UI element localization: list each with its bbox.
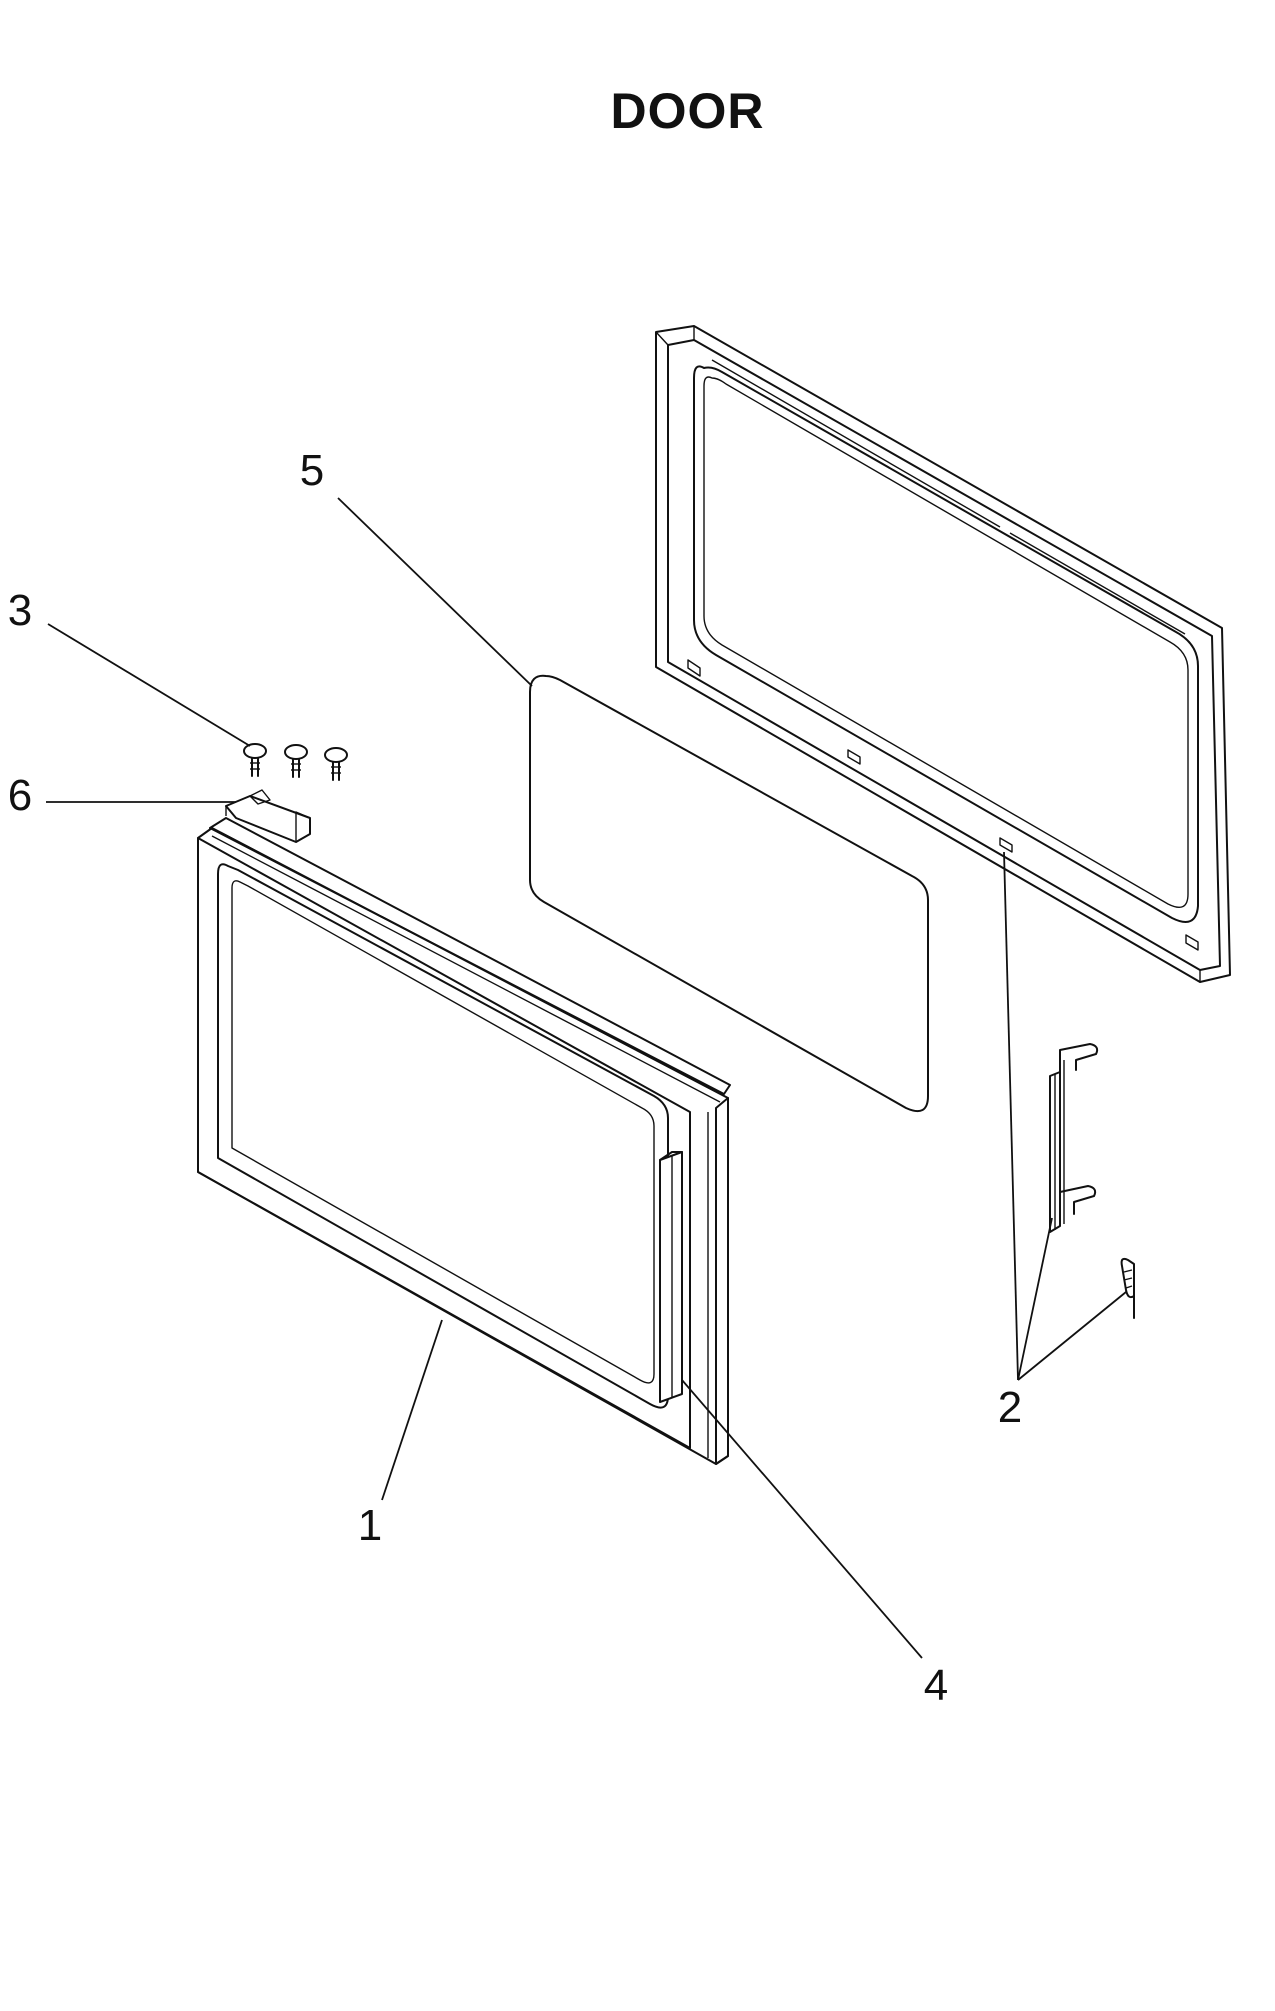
leader-1 bbox=[381, 1319, 443, 1501]
callout-6: 6 bbox=[8, 771, 32, 820]
leader-5 bbox=[337, 497, 533, 687]
leader-2a bbox=[1003, 851, 1019, 1381]
leader-2c bbox=[1017, 1291, 1127, 1381]
screw-2 bbox=[284, 744, 308, 778]
door-inner-frame bbox=[655, 325, 1231, 983]
screw-1 bbox=[243, 743, 267, 777]
latch-spring bbox=[1120, 1257, 1135, 1319]
leader-3 bbox=[47, 623, 251, 747]
leader-2b bbox=[1017, 1217, 1053, 1381]
callout-2: 2 bbox=[998, 1383, 1022, 1432]
door-front-assembly bbox=[197, 817, 731, 1465]
door-glass-panel bbox=[529, 674, 929, 1112]
screws bbox=[243, 743, 348, 781]
hinge-bracket bbox=[225, 789, 311, 843]
callout-5: 5 bbox=[300, 446, 324, 495]
leader-lines bbox=[46, 497, 1127, 1659]
callout-labels: 1 2 3 4 5 6 bbox=[8, 446, 1022, 1710]
diagram-title: DOOR bbox=[610, 83, 765, 139]
callout-3: 3 bbox=[8, 586, 32, 635]
callout-1: 1 bbox=[358, 1501, 382, 1550]
callout-4: 4 bbox=[924, 1661, 948, 1710]
leader-4a bbox=[681, 1379, 923, 1659]
latch-hook bbox=[1049, 1043, 1099, 1233]
screw-3 bbox=[324, 747, 348, 781]
